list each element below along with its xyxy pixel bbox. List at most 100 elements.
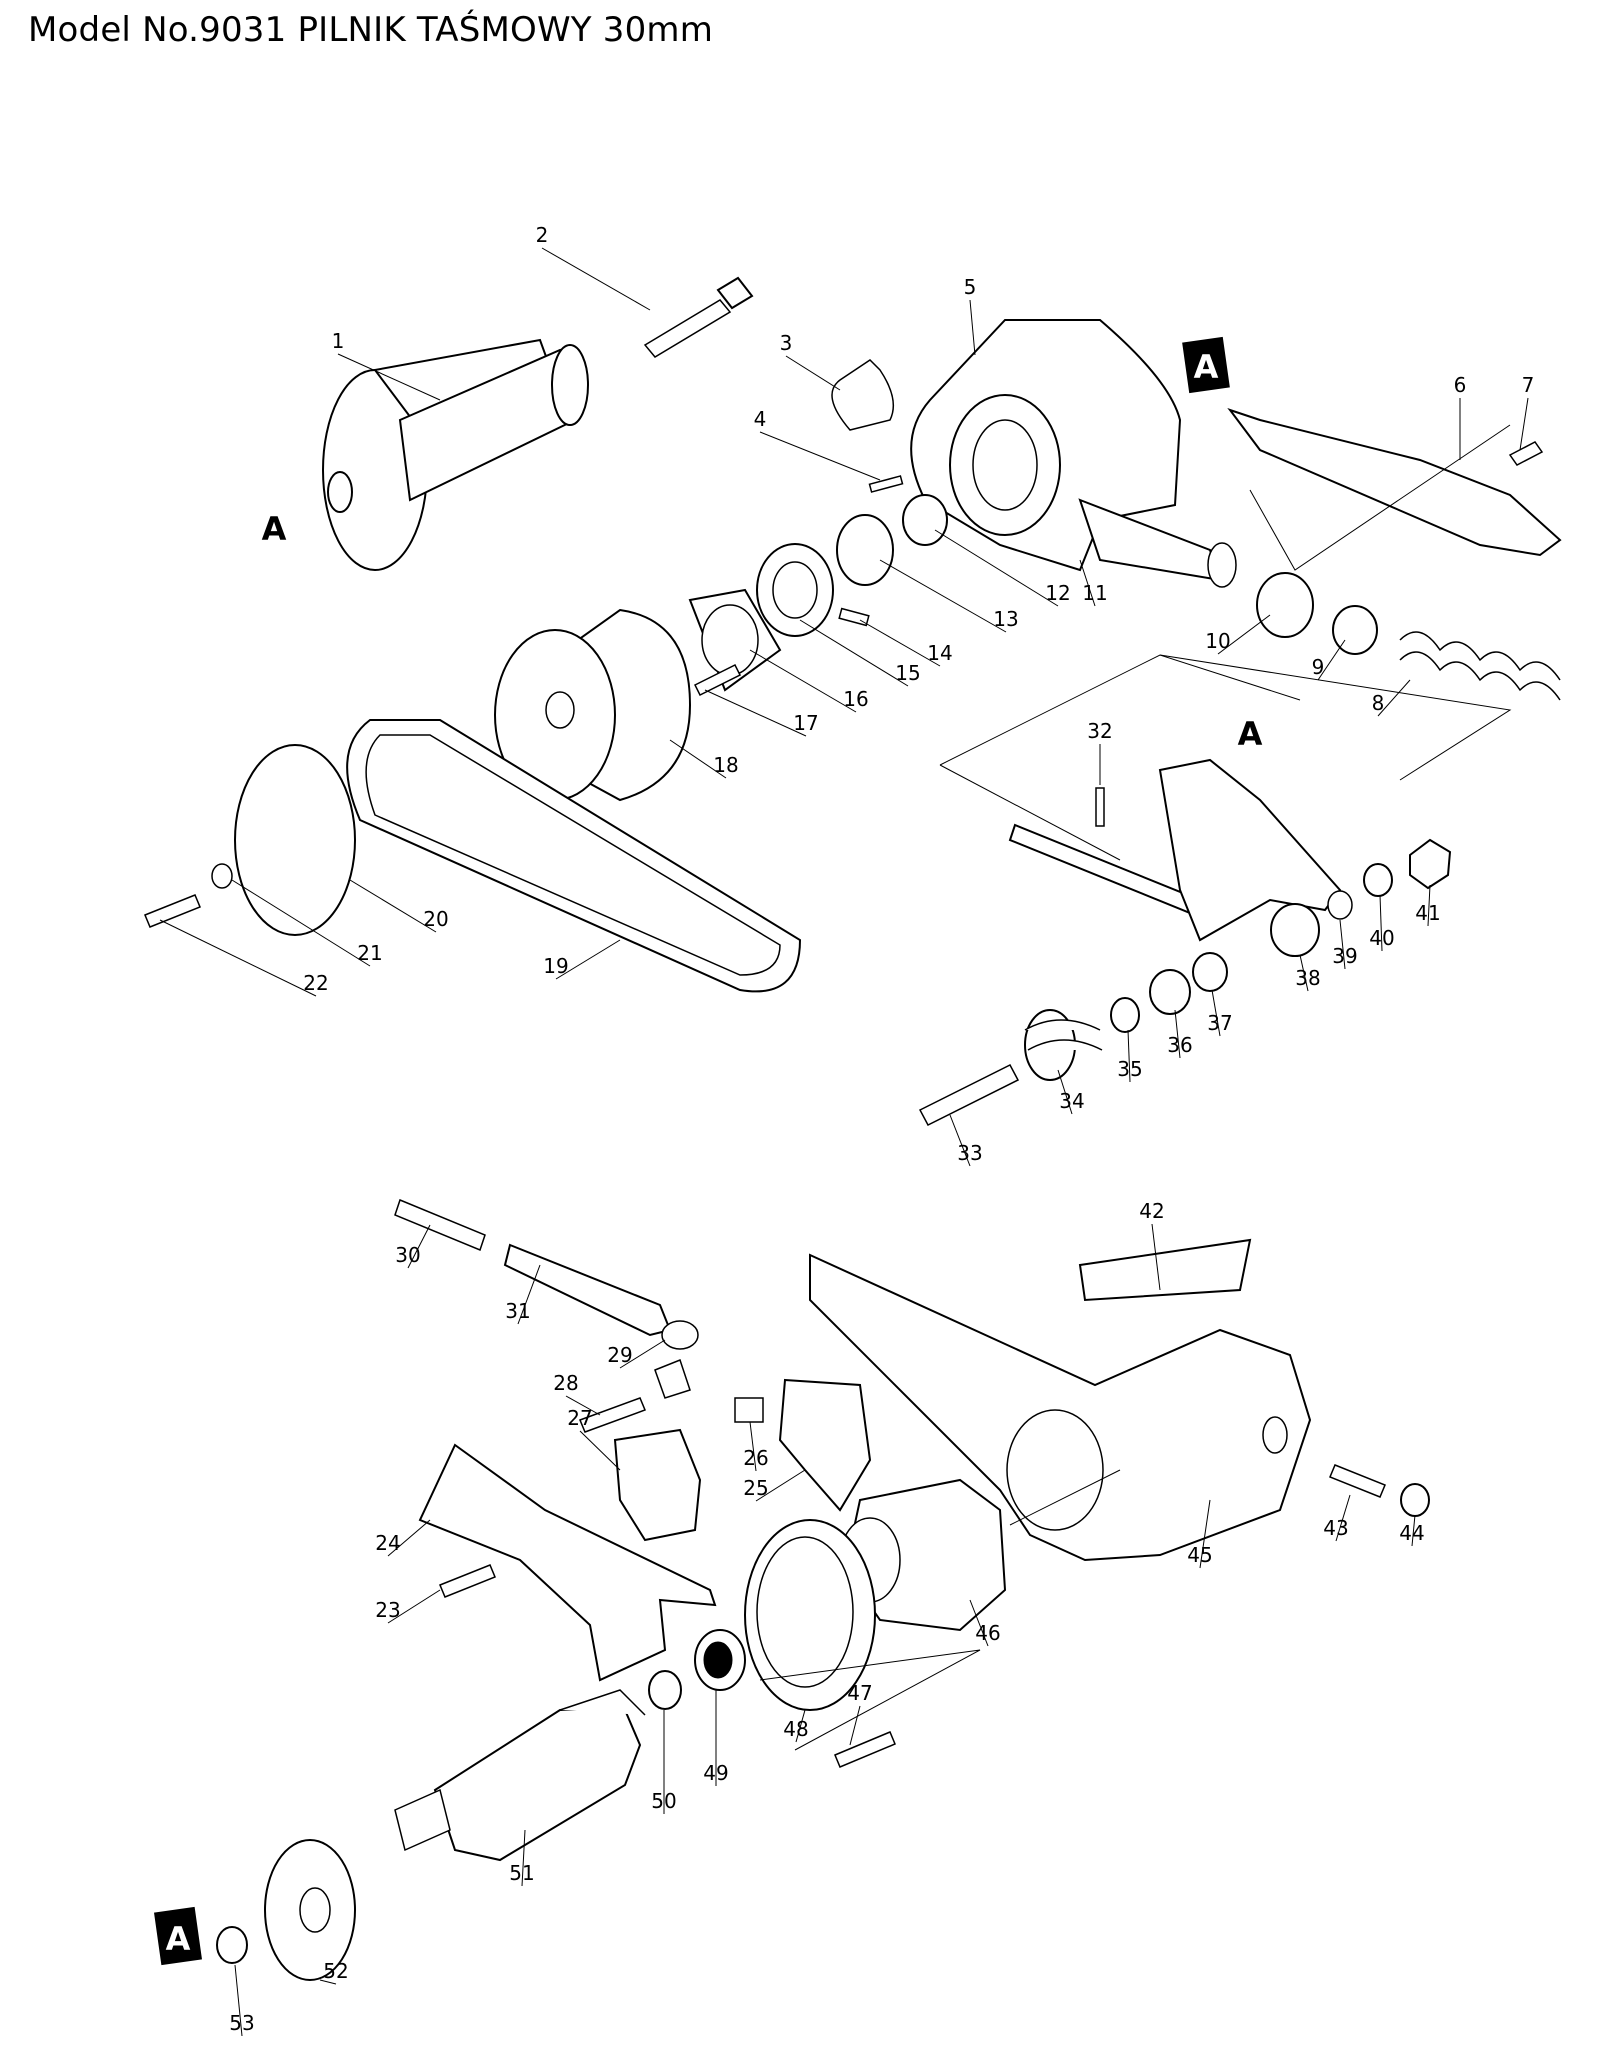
part-label-45: 45 [1187, 1543, 1212, 1567]
part-52-gear [264, 1839, 356, 1981]
leader-line-15 [799, 619, 909, 687]
part-21-washer [211, 863, 233, 889]
part-28-screw [579, 1397, 646, 1433]
part-label-8: 8 [1372, 691, 1385, 715]
part-label-36: 36 [1167, 1033, 1192, 1057]
leader-line-39 [1339, 919, 1346, 970]
leader-line-31 [517, 1264, 541, 1325]
part-28-bracket [654, 1359, 691, 1399]
part-10-bearing [1256, 572, 1314, 638]
part-label-3: 3 [780, 331, 793, 355]
part-label-40: 40 [1369, 926, 1394, 950]
part-label-16: 16 [843, 687, 868, 711]
leader-line-3 [785, 355, 841, 391]
leader-line-18 [669, 739, 727, 779]
leader-line-26 [749, 1421, 757, 1472]
part-35-washer [1110, 997, 1140, 1033]
part-label-1: 1 [332, 329, 345, 353]
ref-marker-a-lever: A [1238, 715, 1263, 753]
part-38-roller [1270, 903, 1320, 957]
leader-line-30 [407, 1224, 431, 1269]
leader-line-7 [1519, 397, 1529, 451]
part-51-armature [394, 1689, 646, 1862]
part-label-48: 48 [783, 1717, 808, 1741]
leader-line-20 [349, 879, 437, 933]
part-22-bolt [144, 894, 201, 928]
leader-line-14 [859, 619, 941, 667]
part-4-pin [868, 475, 904, 493]
part-30-cord [394, 1199, 486, 1251]
part-20-disc [234, 744, 356, 936]
part-39-bore [1327, 890, 1353, 920]
leader-line-16 [749, 649, 857, 713]
svg-text:A: A [1194, 348, 1219, 386]
leader-line-53 [234, 1964, 243, 2037]
part-label-25: 25 [743, 1476, 768, 1500]
part-18-pulley [494, 608, 692, 802]
part-34-spring [1024, 1009, 1103, 1081]
part-label-31: 31 [505, 1299, 530, 1323]
part-37-bearing [1192, 952, 1228, 992]
leader-line-47 [849, 1705, 861, 1746]
leader-line-42 [1151, 1223, 1161, 1291]
part-label-22: 22 [303, 971, 328, 995]
part-36-sleeve [1149, 969, 1191, 1015]
part-label-14: 14 [927, 641, 952, 665]
part-label-26: 26 [743, 1446, 768, 1470]
part-label-32: 32 [1087, 719, 1112, 743]
leader-line-12 [934, 529, 1059, 607]
leader-line-19 [555, 939, 621, 980]
part-31-cord-guard [503, 1243, 672, 1337]
part-label-28: 28 [553, 1371, 578, 1395]
leader-line-28 [565, 1395, 601, 1416]
part-50-washer [648, 1670, 682, 1710]
part-49-bearing [694, 1629, 746, 1691]
part-label-15: 15 [895, 661, 920, 685]
part-13-gear [836, 514, 894, 586]
part-label-50: 50 [651, 1789, 676, 1813]
part-17-screw [693, 663, 742, 697]
part-label-10: 10 [1205, 629, 1230, 653]
part-label-5: 5 [964, 275, 977, 299]
leader-line-5 [969, 299, 976, 356]
part-2-bolt [643, 276, 754, 358]
leader-line-9 [1317, 639, 1346, 681]
leader-line-10 [1217, 614, 1271, 655]
part-47-screw [834, 1731, 896, 1768]
part-23-screw [439, 1564, 496, 1598]
part-label-34: 34 [1059, 1089, 1084, 1113]
leader-line-52 [319, 1979, 337, 1985]
part-label-21: 21 [357, 941, 382, 965]
part-label-11: 11 [1082, 581, 1107, 605]
leader-line-1 [337, 353, 441, 401]
part-label-19: 19 [543, 954, 568, 978]
part-7-screw [1508, 441, 1544, 466]
leader-line-21 [231, 879, 371, 967]
part-label-53: 53 [229, 2011, 254, 2035]
leader-line-46 [969, 1599, 989, 1647]
part-label-38: 38 [1295, 966, 1320, 990]
part-lever-arm [1158, 758, 1342, 942]
part-label-18: 18 [713, 753, 738, 777]
part-32-pin [1095, 787, 1105, 827]
part-24-guard [418, 1443, 717, 1682]
page-title: Model No.9031 PILNIK TAŚMOWY 30mm [28, 10, 714, 50]
part-12-bearing [902, 494, 948, 546]
part-33-screw [918, 1064, 1020, 1126]
part-label-23: 23 [375, 1598, 400, 1622]
part-25-switch [778, 1378, 872, 1512]
part-8-spring [1399, 631, 1561, 701]
part-label-29: 29 [607, 1343, 632, 1367]
part-9-washer [1332, 605, 1378, 655]
leader-line-11 [1079, 559, 1096, 607]
leader-line-25 [755, 1469, 806, 1502]
svg-text:A: A [166, 1920, 191, 1958]
part-label-13: 13 [993, 607, 1018, 631]
part-29-clamp [661, 1320, 699, 1350]
leader-line-17 [704, 689, 807, 737]
leader-line-4 [759, 431, 881, 481]
leader-line-48 [795, 1709, 806, 1743]
leader-line-22 [159, 919, 317, 997]
